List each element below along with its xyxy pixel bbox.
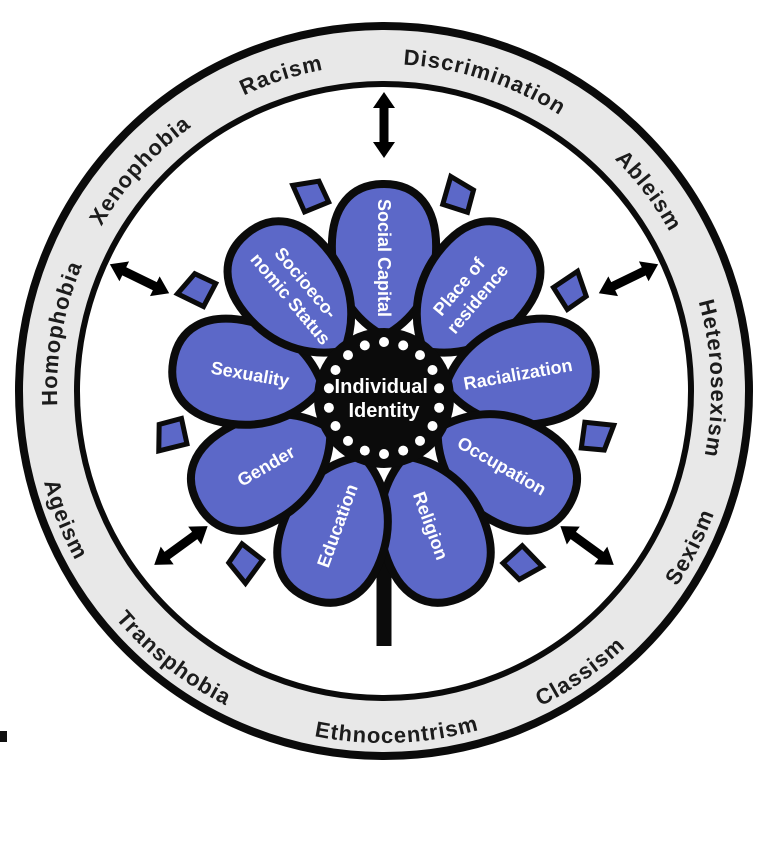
center-dot — [323, 383, 334, 394]
center-dot — [427, 365, 438, 375]
center-disc — [314, 328, 454, 468]
center-dot — [359, 445, 370, 456]
center-dots — [323, 337, 445, 459]
center-dot — [379, 449, 389, 459]
center-dot — [427, 421, 438, 431]
center-dot — [398, 340, 409, 351]
petal-label-social-capital: Social Capital — [374, 199, 394, 317]
center-dot — [434, 383, 445, 394]
center-dot — [434, 402, 445, 413]
center-dot — [343, 350, 353, 361]
center-dot — [359, 340, 370, 351]
center-dot — [323, 402, 334, 413]
sepal-diamond — [154, 418, 187, 451]
center-dot — [330, 421, 341, 431]
center-dot — [379, 337, 389, 347]
center-dot — [415, 350, 425, 361]
center-label: Individual Identity — [335, 376, 434, 422]
flower-center: Individual Identity — [314, 328, 454, 468]
center-dot — [330, 365, 341, 375]
stray-mark — [0, 731, 7, 742]
flower: Social Capital Place of residence Racial… — [154, 176, 614, 646]
center-dot — [398, 445, 409, 456]
center-dot — [343, 435, 353, 446]
center-dot — [415, 435, 425, 446]
